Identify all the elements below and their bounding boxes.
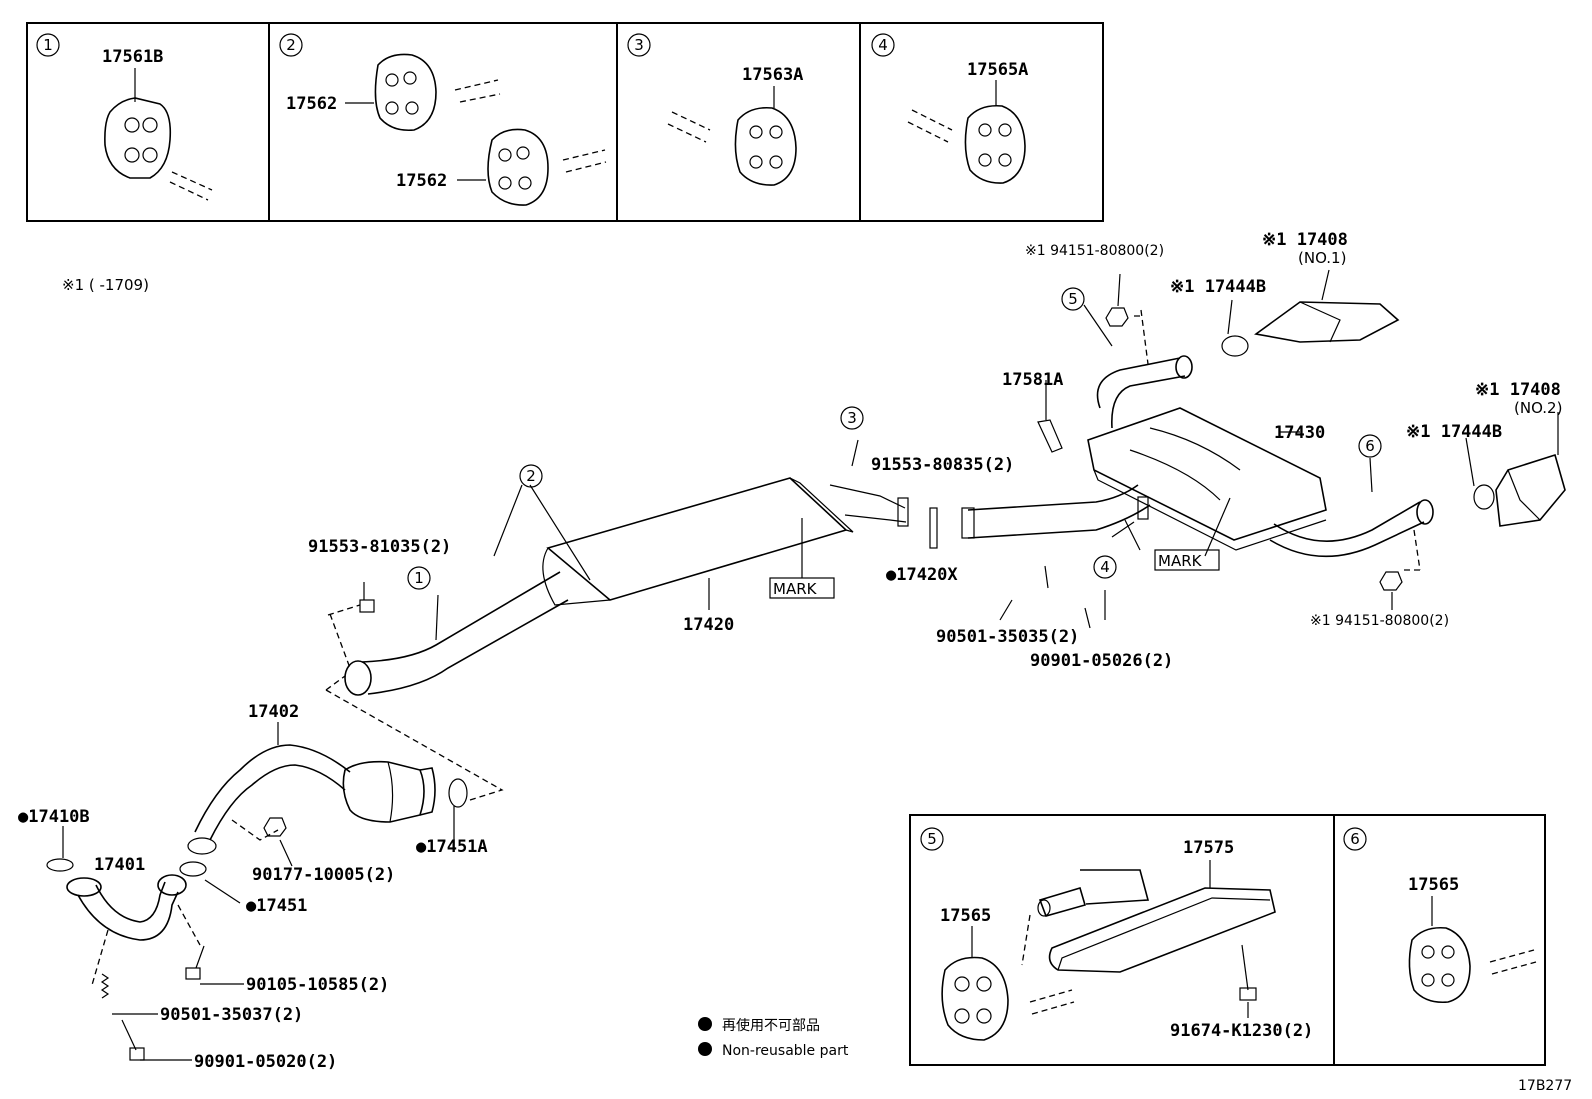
svg-text:6: 6 <box>1365 437 1375 455</box>
label-94151-top: ※1 94151-80800(2) <box>1025 243 1164 259</box>
callout-6: 6 <box>1358 434 1382 458</box>
rubber-hanger-icon <box>1408 926 1471 1004</box>
svg-text:17562: 17562 <box>286 94 337 114</box>
tail-muffler-17430 <box>961 273 1434 620</box>
gasket-17420x <box>929 507 938 549</box>
callout-3: 3 <box>840 406 864 430</box>
svg-text:6: 6 <box>1350 830 1360 848</box>
bracket-17575 <box>1037 869 1276 973</box>
top-inset-panel <box>26 22 1104 222</box>
front-pipe-17401 <box>46 858 207 1061</box>
svg-text:91674-K1230(2): 91674-K1230(2) <box>1170 1021 1313 1041</box>
callout-4: 4 <box>1093 555 1117 579</box>
label-17581a: 17581A <box>1002 370 1063 390</box>
tail-tip-17408-no2 <box>1465 412 1566 527</box>
label-17444b-1: ※1 17444B <box>1170 277 1266 297</box>
svg-text:MARK: MARK <box>773 580 818 598</box>
inset-6: 6 17565 <box>1343 827 1537 1004</box>
label-17408-no1: ※1 17408 <box>1262 230 1348 250</box>
bolt-icon <box>185 945 205 980</box>
rubber-hanger-icon <box>104 97 172 179</box>
label-17408-no2: ※1 17408 <box>1475 380 1561 400</box>
label-17408-no1-sub: (NO.1) <box>1298 249 1346 267</box>
diagram-code: 17B277 <box>1518 1078 1572 1094</box>
svg-text:2: 2 <box>286 36 296 54</box>
svg-text:2: 2 <box>526 467 536 485</box>
label-90105: 90105-10585(2) <box>246 975 389 995</box>
nut-icon <box>1379 571 1403 591</box>
callout-1: 1 <box>407 566 431 590</box>
label-94151-bottom: ※1 94151-80800(2) <box>1310 613 1449 629</box>
label-90501-35037: 90501-35037(2) <box>160 1005 303 1025</box>
inset-2: 2 17562 17562 <box>279 33 607 206</box>
callout-5: 5 <box>1061 287 1085 311</box>
inset-1: 1 17561B <box>36 33 213 201</box>
label-90901-05020: 90901-05020(2) <box>194 1052 337 1072</box>
bolt-icon <box>1239 944 1257 1001</box>
rubber-hanger-icon <box>964 104 1026 184</box>
label-90901-05026: 90901-05026(2) <box>1030 651 1173 671</box>
mark-box-a: MARK <box>769 577 835 599</box>
mark-box-b: MARK <box>1154 549 1220 571</box>
svg-text:MARK: MARK <box>1158 552 1203 570</box>
svg-text:3: 3 <box>634 36 644 54</box>
bottom-inset-panel <box>909 814 1546 1066</box>
inset-4: 4 17565A <box>871 33 1028 184</box>
rubber-hanger-icon <box>487 128 549 206</box>
svg-text:4: 4 <box>878 36 888 54</box>
svg-text:1: 1 <box>414 569 424 587</box>
label-17420: 17420 <box>683 615 734 635</box>
svg-text:3: 3 <box>847 409 857 427</box>
legend-jp: 再使用不可部品 <box>722 1017 820 1034</box>
svg-text:5: 5 <box>1068 290 1078 308</box>
spring-icon <box>100 973 110 999</box>
rubber-hanger-icon <box>941 956 1009 1041</box>
svg-text:1: 1 <box>43 36 53 54</box>
svg-text:17565: 17565 <box>940 906 991 926</box>
label-91553-81035: 91553-81035(2) <box>308 537 451 557</box>
inset-5: 5 17565 17575 91674-K1230(2) <box>920 827 1313 1041</box>
label-17420x: ●17420X <box>886 565 958 585</box>
bolt-icon <box>359 582 375 613</box>
label-17451: ●17451 <box>246 896 307 916</box>
nut-icon <box>263 817 287 837</box>
applicability-note: ※1 ( -1709) <box>62 276 149 294</box>
label-17402: 17402 <box>248 702 299 722</box>
bolt-icon <box>121 1019 145 1061</box>
bullet-icon <box>698 1042 712 1056</box>
svg-text:17561B: 17561B <box>102 47 163 67</box>
legend-en: Non-reusable part <box>722 1043 849 1059</box>
callout-2: 2 <box>519 464 543 488</box>
label-90177: 90177-10005(2) <box>252 865 395 885</box>
nut-icon <box>1105 307 1129 327</box>
label-17451a: ●17451A <box>416 837 488 857</box>
svg-text:5: 5 <box>927 830 937 848</box>
bullet-icon <box>698 1017 712 1031</box>
label-17410b: ●17410B <box>18 807 90 827</box>
converter-pipe-17402 <box>187 675 504 855</box>
inset-3: 3 17563A <box>627 33 803 186</box>
label-17430: 17430 <box>1274 423 1325 443</box>
svg-text:17562: 17562 <box>396 171 447 191</box>
svg-text:17563A: 17563A <box>742 65 803 85</box>
svg-text:17575: 17575 <box>1183 838 1234 858</box>
label-17401: 17401 <box>94 855 145 875</box>
label-91553-80835: 91553-80835(2) <box>871 455 1014 475</box>
legend: 再使用不可部品 Non-reusable part <box>698 1017 849 1059</box>
label-17444b-2: ※1 17444B <box>1406 422 1502 442</box>
svg-text:17565: 17565 <box>1408 875 1459 895</box>
rubber-hanger-icon <box>374 53 437 132</box>
tail-tip-17408-no1 <box>1221 269 1400 357</box>
svg-text:17565A: 17565A <box>967 60 1028 80</box>
center-pipe-17420 <box>327 439 909 696</box>
svg-text:4: 4 <box>1100 558 1110 576</box>
rubber-hanger-icon <box>734 106 797 186</box>
label-90501-35035: 90501-35035(2) <box>936 627 1079 647</box>
label-17408-no2-sub: (NO.2) <box>1514 399 1562 417</box>
